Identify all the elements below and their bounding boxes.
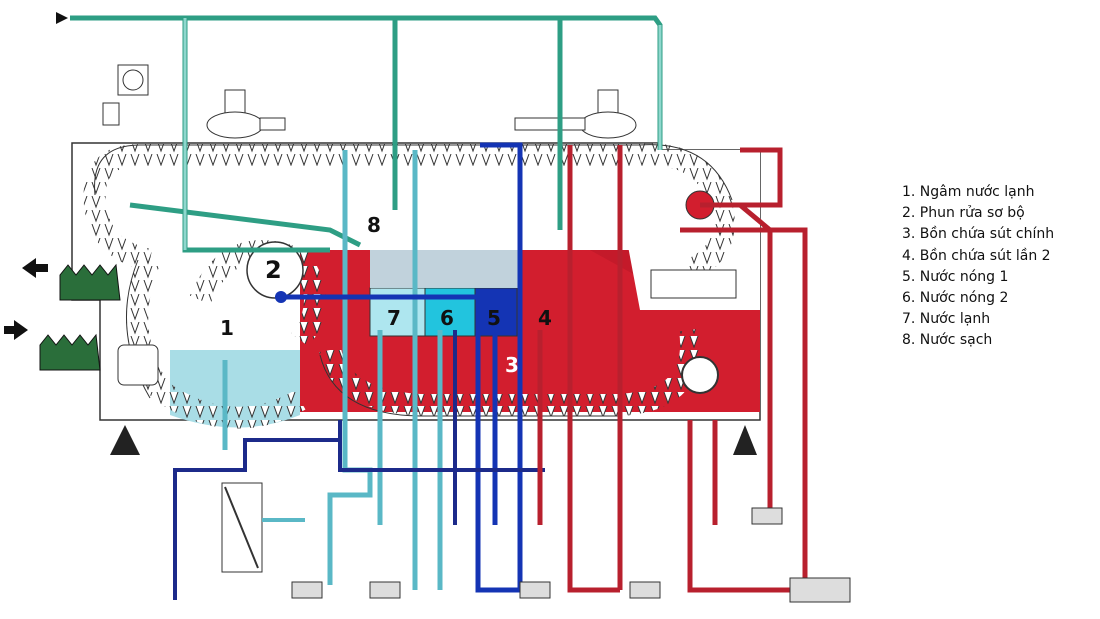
bottle-washer-diagram: 1 2 3 4 5 6 7 8 bbox=[0, 0, 880, 619]
legend-item-1: 1. Ngâm nước lạnh bbox=[902, 182, 1054, 203]
pump-outlet bbox=[275, 291, 287, 303]
infeed-arrow-icon bbox=[4, 320, 28, 340]
heater bbox=[682, 357, 718, 393]
bottles-infeed bbox=[40, 335, 100, 370]
foot-left bbox=[110, 425, 140, 455]
spray-zone bbox=[370, 250, 520, 288]
filter-unit bbox=[222, 483, 305, 572]
label-2: 2 bbox=[265, 256, 282, 284]
blower-right bbox=[515, 90, 636, 138]
legend-item-2: 2. Phun rửa sơ bộ bbox=[902, 203, 1054, 224]
blower-left bbox=[207, 90, 285, 138]
label-6: 6 bbox=[440, 306, 454, 330]
label-3: 3 bbox=[505, 353, 519, 377]
legend-item-6: 6. Nước nóng 2 bbox=[902, 288, 1054, 309]
exhaust-fan bbox=[103, 65, 148, 125]
legend-item-8: 8. Nước sạch bbox=[902, 330, 1054, 351]
legend: 1. Ngâm nước lạnh 2. Phun rửa sơ bộ 3. B… bbox=[902, 182, 1054, 352]
drive-unit bbox=[118, 345, 158, 385]
legend-item-3: 3. Bồn chứa sút chính bbox=[902, 224, 1054, 245]
label-8: 8 bbox=[367, 213, 381, 237]
label-plate bbox=[651, 270, 736, 298]
outfeed-arrow-icon bbox=[22, 258, 48, 278]
legend-item-5: 5. Nước nóng 1 bbox=[902, 267, 1054, 288]
supply-arrow-icon bbox=[56, 12, 68, 24]
legend-item-4: 4. Bồn chứa sút lần 2 bbox=[902, 246, 1054, 267]
foot-right bbox=[733, 425, 757, 455]
label-1: 1 bbox=[220, 316, 234, 340]
label-7: 7 bbox=[387, 306, 401, 330]
legend-item-7: 7. Nước lạnh bbox=[902, 309, 1054, 330]
label-5: 5 bbox=[487, 306, 501, 330]
label-4: 4 bbox=[538, 306, 552, 330]
